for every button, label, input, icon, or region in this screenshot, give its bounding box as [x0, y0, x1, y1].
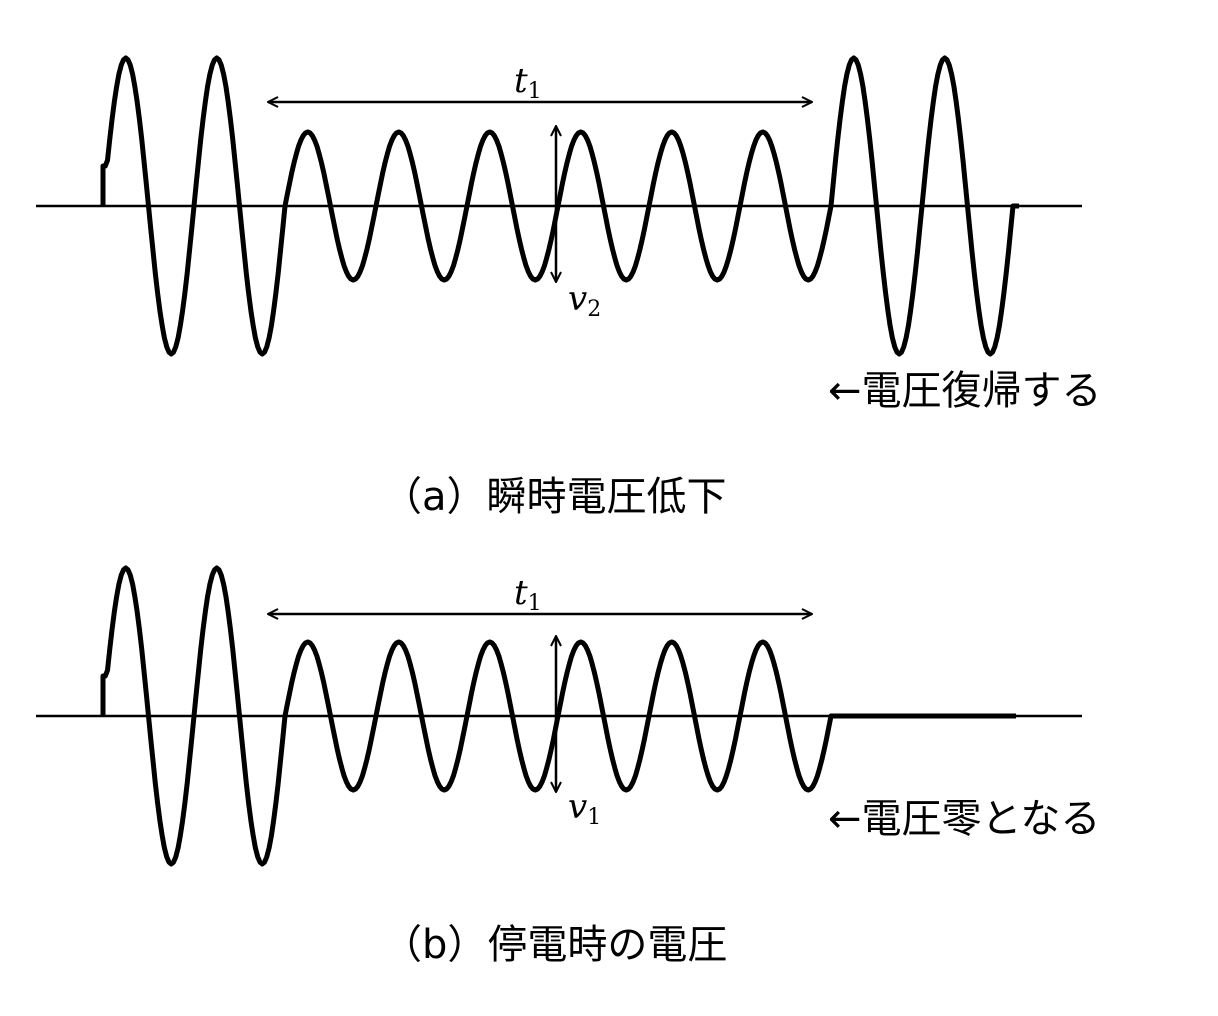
panel-a: t1 v2 ←電圧復帰する （a）瞬時電圧低下 — [36, 55, 1102, 520]
panel-a-caption: （a）瞬時電圧低下 — [382, 474, 727, 520]
panel-b-duration-label: t1 — [514, 573, 542, 616]
panel-b-caption: （b）停電時の電圧 — [382, 922, 727, 968]
panel-a-duration-label: t1 — [514, 61, 542, 104]
panel-a-amplitude-label: v2 — [568, 279, 601, 322]
panel-b: t1 v1 ←電圧零となる （b）停電時の電圧 — [36, 565, 1100, 968]
panel-a-event-note: ←電圧復帰する — [828, 368, 1102, 414]
panel-b-waveform — [100, 565, 1016, 867]
panel-b-amplitude-label: v1 — [568, 787, 601, 830]
panel-b-event-note: ←電圧零となる — [828, 796, 1100, 842]
